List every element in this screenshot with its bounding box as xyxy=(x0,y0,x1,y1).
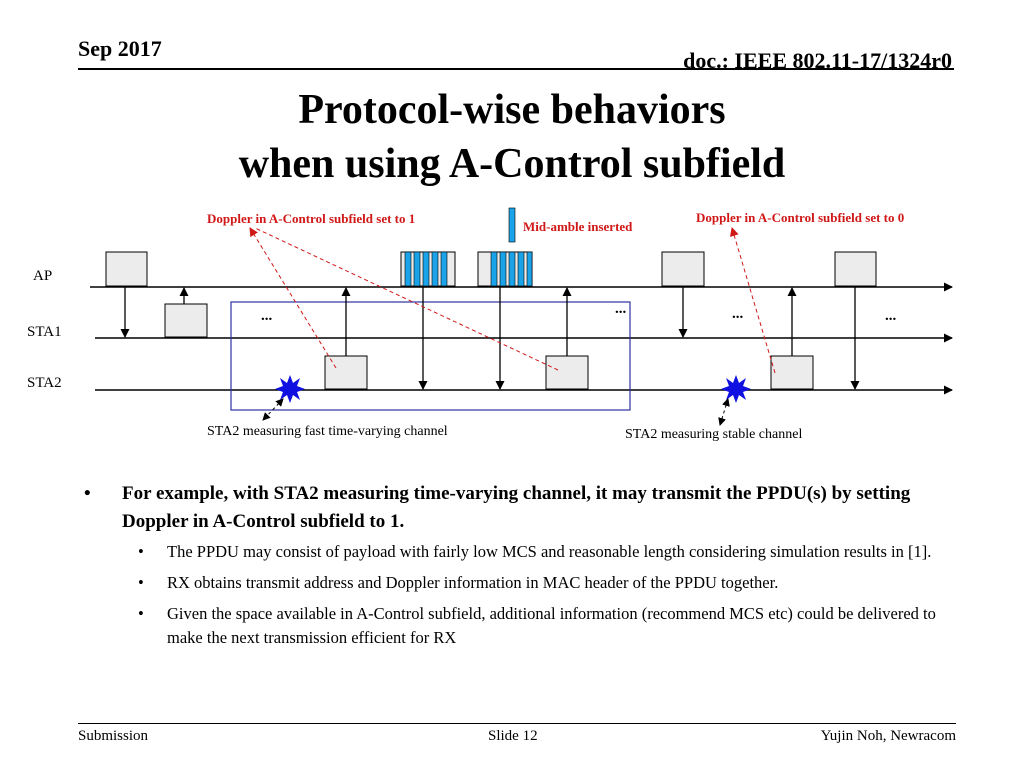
channel-measurement-burst-icon xyxy=(275,375,305,403)
bullet-main: • For example, with STA2 measuring time-… xyxy=(84,480,944,536)
annotation-doppler-set-1: Doppler in A-Control subfield set to 1 xyxy=(207,211,416,226)
slide-title-line2: when using A-Control subfield xyxy=(238,141,786,187)
ap-frame xyxy=(834,251,877,287)
row-label-sta1: STA1 xyxy=(27,324,62,340)
bullet-marker: • xyxy=(138,604,144,623)
bullet-marker: • xyxy=(84,483,91,504)
caption-stable-channel: STA2 measuring stable channel xyxy=(625,427,803,442)
ellipsis: ... xyxy=(885,308,897,324)
midamble-legend-bar xyxy=(508,207,516,243)
annotation-doppler-set-0: Doppler in A-Control subfield set to 0 xyxy=(696,210,905,225)
annotation-midamble-inserted: Mid-amble inserted xyxy=(523,219,633,234)
ellipsis: ... xyxy=(615,301,627,317)
ellipsis: ... xyxy=(732,306,744,322)
bullet-sub: • Given the space available in A-Control… xyxy=(84,602,944,650)
bullet-sub-text: RX obtains transmit address and Doppler … xyxy=(167,573,779,592)
ap-frame-midamble xyxy=(477,251,533,287)
sta2-frame xyxy=(545,355,589,390)
ap-frame xyxy=(105,251,148,287)
sta1-frame xyxy=(164,303,208,338)
doppler0-pointer xyxy=(729,227,776,374)
bullet-sub-text: The PPDU may consist of payload with fai… xyxy=(167,542,932,561)
bullet-sub-text: Given the space available in A-Control s… xyxy=(167,604,936,647)
bullet-sub: • RX obtains transmit address and Dopple… xyxy=(84,571,944,595)
fast-channel-caption-pointer xyxy=(262,398,284,421)
bullet-marker: • xyxy=(138,542,144,561)
header-date: Sep 2017 xyxy=(78,36,162,61)
slide-title-line1: Protocol-wise behaviors xyxy=(298,87,726,133)
bullet-main-text: For example, with STA2 measuring time-va… xyxy=(122,483,911,532)
channel-measurement-burst-icon xyxy=(721,375,751,403)
footer-slide-number: Slide 12 xyxy=(488,728,538,744)
row-label-sta2: STA2 xyxy=(27,375,62,391)
row-label-ap: AP xyxy=(33,268,53,284)
footer-submission: Submission xyxy=(78,728,149,744)
caption-fast-channel: STA2 measuring fast time-varying channel xyxy=(207,424,448,439)
footer-author: Yujin Noh, Newracom xyxy=(820,728,956,744)
ellipsis: ... xyxy=(261,308,273,324)
sta2-frame xyxy=(770,355,814,390)
ap-frame xyxy=(661,251,705,287)
bullet-list: • For example, with STA2 measuring time-… xyxy=(84,480,944,657)
ap-frame-midamble xyxy=(400,251,456,287)
header-divider xyxy=(78,68,954,70)
time-varying-highlight-box xyxy=(230,301,631,411)
footer-divider xyxy=(78,723,956,724)
bullet-marker: • xyxy=(138,573,144,592)
doppler1-pointer xyxy=(249,227,337,369)
stable-channel-caption-pointer xyxy=(718,398,730,426)
doppler1-pointer xyxy=(254,227,559,371)
bullet-sub: • The PPDU may consist of payload with f… xyxy=(84,540,944,564)
